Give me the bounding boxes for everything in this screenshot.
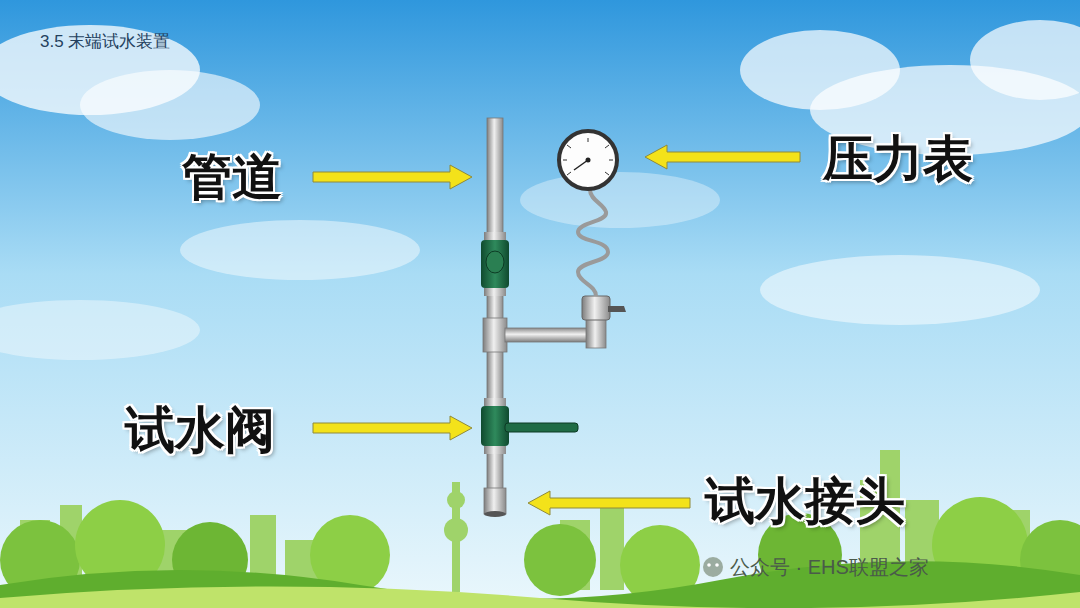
building <box>600 500 624 590</box>
icon-eye <box>707 563 711 567</box>
branch-pipe <box>505 328 597 342</box>
cloud <box>180 220 420 280</box>
tick <box>605 145 609 148</box>
cloud <box>0 300 200 360</box>
pointer-arrow <box>313 416 472 440</box>
gauge-pivot <box>586 158 591 163</box>
tee-fitting <box>483 318 507 352</box>
part-label: 压力表 <box>823 134 973 184</box>
tick <box>567 172 571 175</box>
gauge-valve <box>582 296 610 320</box>
pipe-nut <box>484 288 506 296</box>
cloud <box>760 255 1040 325</box>
slide-title: 3.5 末端试水装置 <box>40 33 170 50</box>
pointer-arrow <box>313 165 472 189</box>
pointer-arrow <box>528 491 690 515</box>
part-label: 试水阀 <box>125 405 275 455</box>
tower <box>444 518 468 542</box>
gauge-ticks <box>563 138 613 175</box>
pipe-nut <box>484 398 506 406</box>
pipe-nut <box>484 232 506 240</box>
test-valve-handle <box>505 423 578 432</box>
tower <box>447 491 465 509</box>
cloud <box>520 172 720 228</box>
cloud <box>80 70 260 140</box>
icon-eye <box>715 563 719 567</box>
icon-bubble <box>703 557 723 577</box>
hill <box>0 587 1080 608</box>
part-label: 试水接头 <box>705 476 905 526</box>
cloud <box>970 20 1080 100</box>
pressure-gauge <box>559 131 617 189</box>
test-water-device <box>481 118 626 517</box>
tick <box>588 138 589 142</box>
part-label: 管道 <box>182 152 282 202</box>
tick <box>605 172 609 175</box>
siphon-coil <box>578 190 608 296</box>
connector-opening <box>484 511 506 517</box>
upper-valve-handle <box>486 251 504 273</box>
watermark: 公众号 · EHS联盟之家 <box>730 557 929 577</box>
tick <box>567 145 571 148</box>
gauge-needle <box>574 160 588 170</box>
clouds <box>0 20 1080 360</box>
test-connector <box>484 488 506 514</box>
elbow <box>586 318 606 348</box>
wechat-icon <box>703 557 723 577</box>
upper-valve <box>481 240 509 288</box>
gauge-valve-handle <box>608 306 626 312</box>
pointer-arrow <box>645 145 800 169</box>
pipe-nut <box>484 446 506 454</box>
tick <box>563 160 567 161</box>
tree <box>524 524 596 596</box>
pointer-arrows <box>313 145 800 515</box>
tick <box>609 160 613 161</box>
